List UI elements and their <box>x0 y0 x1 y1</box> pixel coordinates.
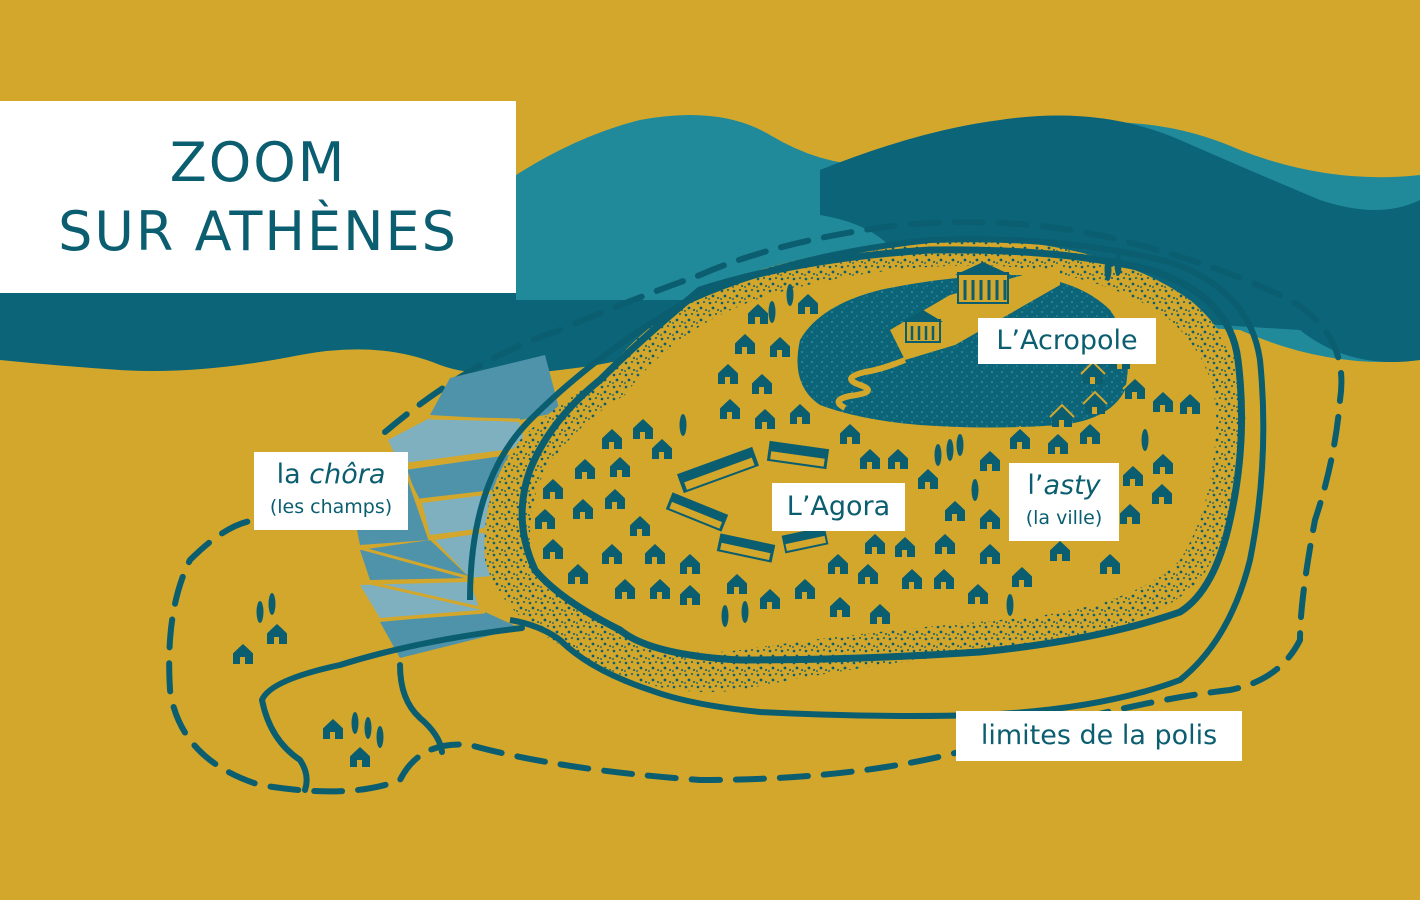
polis-boundary <box>166 219 1345 795</box>
long-wall <box>467 236 1267 719</box>
chora-prefix: la <box>276 459 310 490</box>
parthenon <box>955 262 1011 304</box>
city-wall <box>518 246 1246 664</box>
chora-term: chôra <box>309 459 386 490</box>
stoas <box>665 440 830 563</box>
label-polis-limits: limites de la polis <box>956 711 1242 761</box>
acropolis-path <box>835 357 907 411</box>
asty-subtitle: (la ville) <box>1025 507 1103 529</box>
map-title: ZOOM SUR ATHÈNES <box>0 101 516 293</box>
temple-small <box>903 310 943 343</box>
label-asty: l’asty (la ville) <box>1009 463 1119 541</box>
asty-term: asty <box>1043 470 1101 501</box>
asty-prefix: l’ <box>1027 470 1044 501</box>
acropolis-rock <box>797 275 1128 428</box>
road-to-chora <box>258 625 525 793</box>
title-line-1: ZOOM <box>169 130 347 194</box>
chora-title: la chôra <box>254 456 408 494</box>
roads <box>258 625 525 793</box>
label-agora: L’Agora <box>772 483 905 531</box>
road-branch <box>397 662 445 755</box>
title-line-2: SUR ATHÈNES <box>58 200 458 263</box>
chora-subtitle: (les champs) <box>269 496 393 518</box>
asty-title: l’asty <box>1009 467 1119 505</box>
label-acropole: L’Acropole <box>978 318 1156 364</box>
label-chora: la chôra (les champs) <box>254 452 408 530</box>
